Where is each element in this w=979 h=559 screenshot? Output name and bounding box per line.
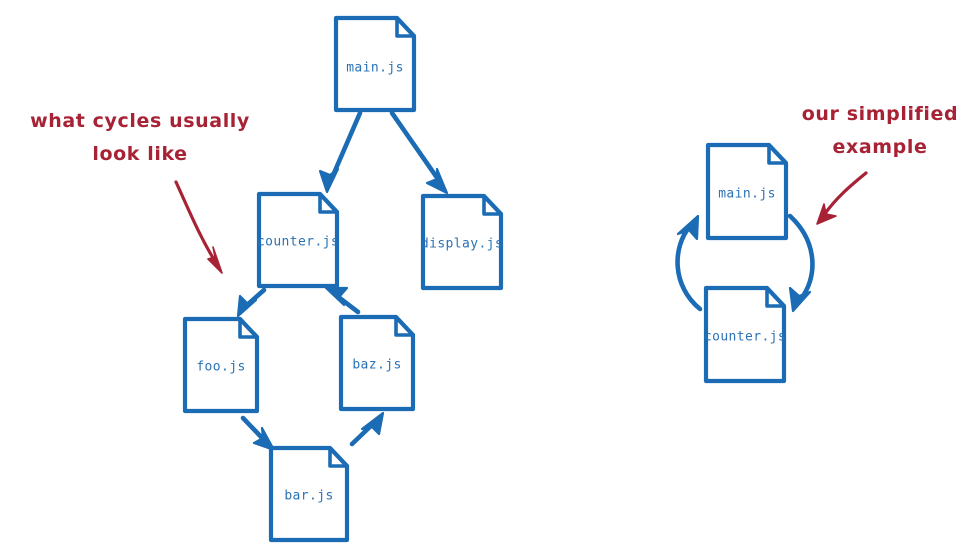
left-annotation-line1: what cycles usually xyxy=(30,110,250,132)
left-group: what cycles usually look like xyxy=(30,15,504,543)
edge-baz-to-counter xyxy=(324,286,361,315)
page-fold-icon xyxy=(767,143,788,165)
left-annotation: what cycles usually look like xyxy=(30,110,250,274)
edge-counter-to-foo xyxy=(236,287,267,318)
node-display-js-label: display.js xyxy=(421,237,503,252)
right-annotation-arrowhead xyxy=(816,203,837,225)
left-annotation-line2: look like xyxy=(92,143,187,165)
arrowhead xyxy=(425,167,449,195)
node-foo-js-label: foo.js xyxy=(196,360,245,375)
edge-main-to-counter-right xyxy=(787,213,815,313)
right-annotation-line1: our simplified xyxy=(802,103,958,125)
node-counter-js-shape xyxy=(256,191,340,289)
page-fold-icon xyxy=(328,446,349,468)
arrowhead xyxy=(324,286,349,307)
left-annotation-arrow xyxy=(174,180,220,268)
node-baz-js-label: baz.js xyxy=(352,358,401,373)
edge-bar-to-baz xyxy=(349,411,385,447)
left-annotation-arrowhead xyxy=(207,246,223,274)
edge-foo-to-bar xyxy=(240,415,276,452)
node-main-js-shape xyxy=(333,15,417,113)
node-main-js-right-label: main.js xyxy=(718,187,776,202)
node-main-js[interactable]: main.js xyxy=(333,15,417,113)
node-main-js-right-shape xyxy=(705,142,789,241)
page-fold-icon xyxy=(765,286,786,308)
arrowhead xyxy=(236,294,258,318)
right-group: our simplified example main.js xyxy=(675,103,958,384)
right-annotation: our simplified example xyxy=(802,103,958,225)
page-fold-icon xyxy=(318,192,339,214)
node-baz-js[interactable]: baz.js xyxy=(338,314,416,412)
node-bar-js[interactable]: bar.js xyxy=(268,445,350,543)
node-counter-js[interactable]: counter.js xyxy=(256,191,340,289)
edge-counter-to-main-right xyxy=(675,214,703,312)
node-counter-js-right-label: counter.js xyxy=(704,330,786,345)
node-counter-js-label: counter.js xyxy=(257,235,339,250)
node-baz-js-shape xyxy=(338,314,416,412)
edge-main-to-counter xyxy=(318,110,363,194)
node-main-js-label: main.js xyxy=(346,61,404,76)
node-bar-js-label: bar.js xyxy=(284,489,333,504)
right-annotation-arrow xyxy=(822,171,868,217)
page-fold-icon xyxy=(238,317,259,339)
node-display-js[interactable]: display.js xyxy=(420,193,504,291)
node-foo-js-shape xyxy=(182,316,260,414)
page-fold-icon xyxy=(394,315,415,337)
node-foo-js[interactable]: foo.js xyxy=(182,316,260,414)
arrowhead xyxy=(360,411,385,436)
node-bar-js-shape xyxy=(268,445,350,543)
node-main-js-right[interactable]: main.js xyxy=(705,142,789,241)
node-counter-js-right[interactable]: counter.js xyxy=(703,285,787,384)
edge-main-to-display xyxy=(389,110,449,195)
arrowhead xyxy=(676,214,700,241)
node-counter-js-right-shape xyxy=(703,285,787,384)
arrowhead xyxy=(252,426,276,452)
page-fold-icon xyxy=(482,194,503,216)
page-fold-icon xyxy=(395,16,416,38)
arrowhead xyxy=(318,167,340,194)
node-display-js-shape xyxy=(420,193,504,291)
arrowhead xyxy=(788,286,812,313)
right-annotation-line2: example xyxy=(833,136,928,158)
